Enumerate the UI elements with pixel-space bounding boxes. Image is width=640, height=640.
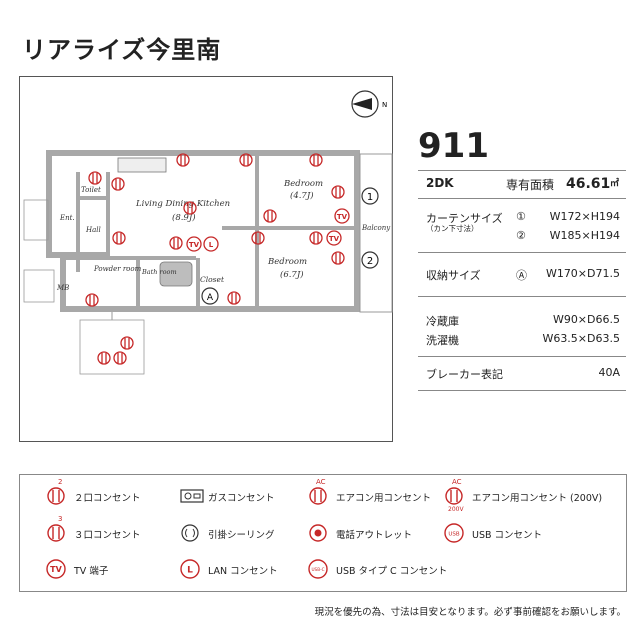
breaker-value: 40A xyxy=(598,366,620,379)
window-marker-1: 1 xyxy=(361,187,379,205)
room-type: 2DK xyxy=(426,176,454,190)
curtain-sub: （カン下寸法） xyxy=(426,224,479,233)
usb-outlet-icon: USB xyxy=(444,523,464,543)
tv-outlet-icon: TV xyxy=(46,559,66,579)
floor-plan: N Living Dining Kitchen (8.9J) Bedroom (… xyxy=(23,90,393,375)
divider xyxy=(418,252,626,253)
legend-item: AC エアコン用コンセント xyxy=(308,478,431,511)
divider xyxy=(418,296,626,297)
storage-value: W170×D71.5 xyxy=(545,267,620,280)
mb-label: MB xyxy=(56,284,69,292)
legend-item: L LAN コンセント xyxy=(180,557,278,584)
legend-item: USB-C USB タイプ C コンセント xyxy=(308,557,447,584)
legend-item: AC 200V エアコン用コンセント (200V) xyxy=(444,478,602,513)
washer-value: W63.5×D63.5 xyxy=(542,332,620,345)
divider xyxy=(418,356,626,357)
gas-outlet-icon xyxy=(180,489,204,503)
legend-item: 電話アウトレット xyxy=(308,521,412,548)
lan-outlet-icon: L xyxy=(180,559,200,579)
svg-text:TV: TV xyxy=(337,213,348,221)
entrance-label: Ent. xyxy=(59,214,75,222)
curtain-value-1: W172×H194 xyxy=(549,210,620,223)
bedroom1-size: (4.7J) xyxy=(290,190,314,201)
bedroom2-size: (6.7J) xyxy=(280,269,304,280)
svg-text:N: N xyxy=(382,101,387,109)
legend-item: USB USB コンセント xyxy=(444,521,542,548)
curtain-key-1: ① xyxy=(516,210,526,223)
legend-item: 2 ２口コンセント xyxy=(46,478,141,511)
ac-outlet-icon xyxy=(309,487,327,505)
curtain-label: カーテンサイズ xyxy=(426,212,503,225)
bedroom1-label: Bedroom xyxy=(283,179,323,189)
svg-text:2: 2 xyxy=(367,256,373,267)
closet-label: Closet xyxy=(200,275,225,284)
storage-key: Ⓐ xyxy=(516,269,527,282)
svg-text:USB-C: USB-C xyxy=(311,567,324,572)
compass-icon: N xyxy=(351,90,387,118)
room-number: 911 xyxy=(418,126,489,166)
bedroom2-label: Bedroom xyxy=(267,257,307,267)
storage-label: 収納サイズ xyxy=(426,269,481,282)
fridge-value: W90×D66.5 xyxy=(552,313,620,326)
divider xyxy=(418,198,626,199)
svg-text:A: A xyxy=(207,293,214,303)
svg-text:TV: TV xyxy=(329,235,340,243)
legend-item: 3 ３口コンセント xyxy=(46,515,141,548)
footnote: 現況を優先の為、寸法は目安となります。必ず事前確認をお願いします。 xyxy=(314,607,626,618)
legend-item: 引掛シーリング xyxy=(180,521,275,548)
hall-label: Hall xyxy=(85,226,101,234)
svg-text:TV: TV xyxy=(50,565,62,574)
svg-text:USB: USB xyxy=(448,532,460,538)
outlet-2-icon xyxy=(47,487,65,505)
breaker-label: ブレーカー表記 xyxy=(426,368,503,381)
balcony-label: Balcony xyxy=(361,224,391,232)
closet-tag-a: A xyxy=(201,287,219,305)
phone-outlet-icon xyxy=(309,524,327,542)
legend-box xyxy=(19,474,627,592)
legend-item: TV TV 端子 xyxy=(46,557,108,584)
ceiling-hook-icon xyxy=(181,524,199,542)
ldk-size: (8.9J) xyxy=(172,212,196,223)
curtain-value-2: W185×H194 xyxy=(549,229,620,242)
area-label: 専有面積 xyxy=(506,178,555,192)
outlet-3-icon xyxy=(47,524,65,542)
fridge-label: 冷蔵庫 xyxy=(426,315,459,328)
divider xyxy=(418,390,626,391)
svg-text:L: L xyxy=(209,241,214,249)
divider xyxy=(418,170,626,171)
bath-room-label: Bath room xyxy=(141,268,177,276)
svg-text:1: 1 xyxy=(367,192,373,203)
svg-text:L: L xyxy=(187,566,193,576)
toilet-label: Toilet xyxy=(81,186,101,194)
ac-outlet-200v-icon xyxy=(445,487,463,505)
area-value: 46.61 xyxy=(566,176,611,192)
property-title: リアライズ今里南 xyxy=(22,36,222,64)
svg-text:TV: TV xyxy=(189,241,200,249)
powder-room-label: Powder room xyxy=(93,265,142,273)
usbc-outlet-icon: USB-C xyxy=(308,559,328,579)
curtain-key-2: ② xyxy=(516,229,526,242)
ldk-label: Living Dining Kitchen xyxy=(135,199,230,209)
washer-label: 洗濯機 xyxy=(426,334,459,347)
legend-item: ガスコンセント xyxy=(180,484,275,511)
window-marker-2: 2 xyxy=(361,251,379,269)
area-unit: ㎡ xyxy=(610,179,620,189)
